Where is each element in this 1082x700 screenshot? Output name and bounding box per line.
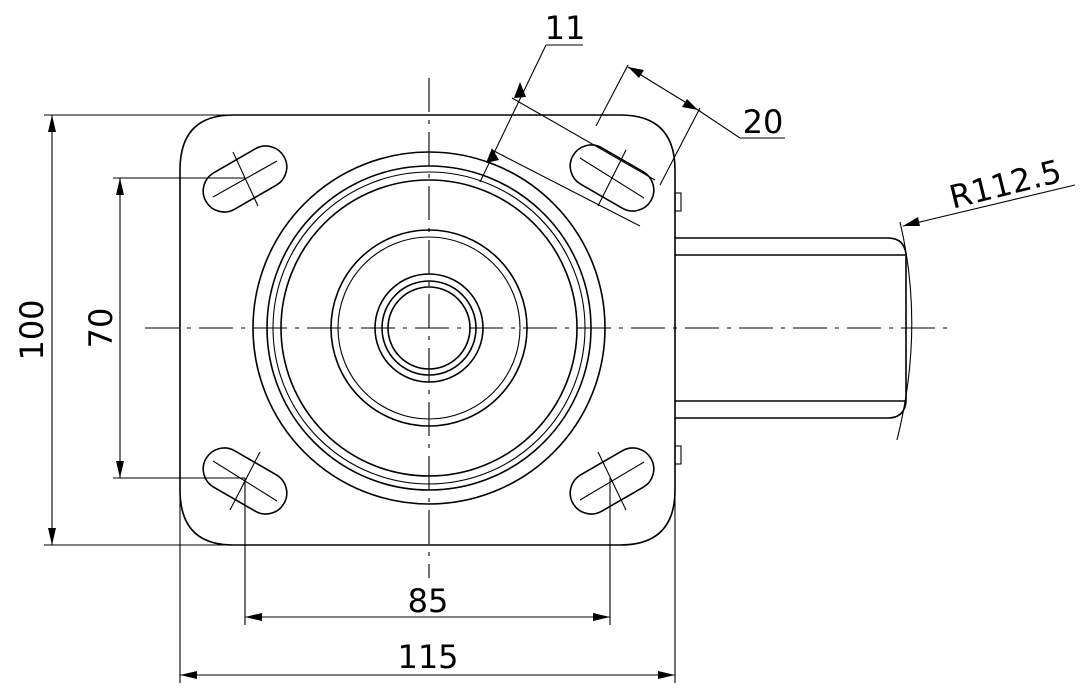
dimension-radius: R112.5 [902, 152, 1076, 227]
dimension-20-label: 20 [743, 103, 784, 141]
mounting-slot-top-right [569, 144, 655, 212]
dimension-radius-label: R112.5 [946, 152, 1066, 216]
dimension-85: 85 [244, 478, 611, 625]
dimension-11: 11 [479, 9, 656, 227]
mounting-slot-bottom-right [569, 447, 655, 515]
top-plate-outline [179, 114, 676, 546]
dimension-11-label: 11 [545, 9, 586, 47]
dimension-70: 70 [82, 177, 245, 479]
dimension-20: 20 [595, 64, 785, 186]
dimension-115: 115 [179, 490, 676, 683]
mounting-slot-top-left [202, 145, 288, 213]
dimension-115-label: 115 [397, 638, 458, 676]
dimension-70-label: 70 [82, 308, 120, 349]
dimension-85-label: 85 [408, 582, 449, 620]
dimension-100-label: 100 [13, 299, 51, 360]
dimension-100: 100 [13, 114, 233, 546]
